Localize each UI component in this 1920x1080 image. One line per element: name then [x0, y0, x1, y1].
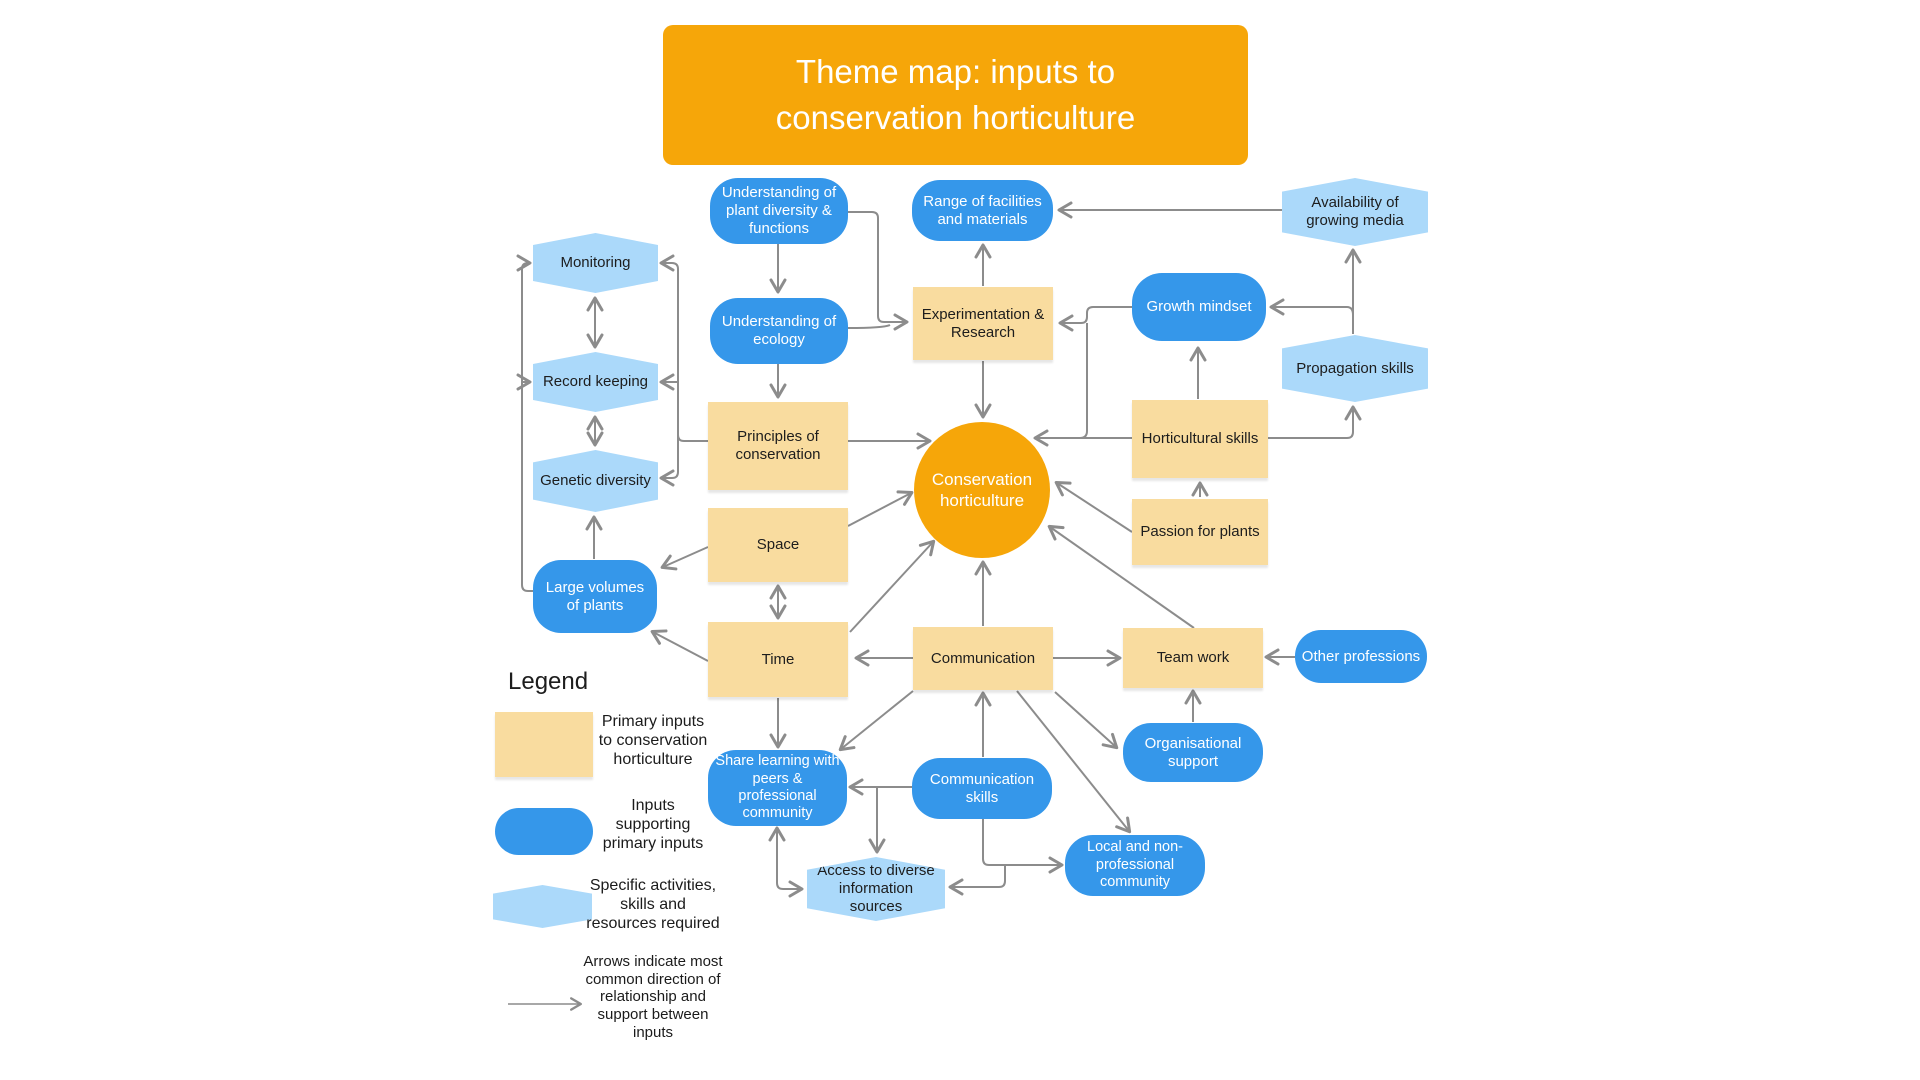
node-share-learning: Share learning with peers & professional… [708, 750, 847, 826]
legend-primary-label: Primary inputs to conservation horticult… [598, 713, 708, 768]
diagram-title: Theme map: inputs to conservation hortic… [663, 25, 1248, 165]
node-monitoring: Monitoring [533, 233, 658, 293]
legend-supporting-pill-swatch [495, 808, 593, 855]
node-passion-for-plants: Passion for plants [1132, 499, 1268, 565]
node-access-information-sources: Access to diverse information sources [807, 857, 945, 921]
node-understanding-ecology: Understanding of ecology [710, 298, 848, 364]
node-availability-growing-media: Availability of growing media [1282, 178, 1428, 246]
legend-primary-rect-swatch [495, 712, 593, 777]
node-experimentation-research: Experimentation & Research [913, 287, 1053, 360]
node-propagation-skills: Propagation skills [1282, 335, 1428, 402]
node-local-community: Local and non-professional community [1065, 835, 1205, 896]
node-other-professions: Other professions [1295, 630, 1427, 683]
legend-activity-label: Specific activities, skills and resource… [586, 877, 720, 932]
node-conservation-horticulture: Conservation horticulture [914, 422, 1050, 558]
legend-arrow-label: Arrows indicate most common direction of… [583, 953, 723, 1041]
node-record-keeping: Record keeping [533, 352, 658, 412]
node-time: Time [708, 622, 848, 697]
legend-activity-hexagon-swatch [493, 885, 592, 928]
node-organisational-support: Organisational support [1123, 723, 1263, 782]
node-genetic-diversity: Genetic diversity [533, 450, 658, 512]
node-understanding-plant-diversity: Understanding of plant diversity & funct… [710, 178, 848, 244]
node-communication: Communication [913, 627, 1053, 690]
node-communication-skills: Communication skills [912, 758, 1052, 819]
node-large-volumes-of-plants: Large volumes of plants [533, 560, 657, 633]
legend-supporting-label: Inputs supporting primary inputs [602, 797, 704, 852]
node-growth-mindset: Growth mindset [1132, 273, 1266, 341]
node-team-work: Team work [1123, 628, 1263, 688]
node-space: Space [708, 508, 848, 582]
legend-title: Legend [508, 668, 589, 695]
node-horticultural-skills: Horticultural skills [1132, 400, 1268, 478]
node-principles-of-conservation: Principles of conservation [708, 402, 848, 490]
node-range-of-facilities: Range of facilities and materials [912, 180, 1053, 241]
